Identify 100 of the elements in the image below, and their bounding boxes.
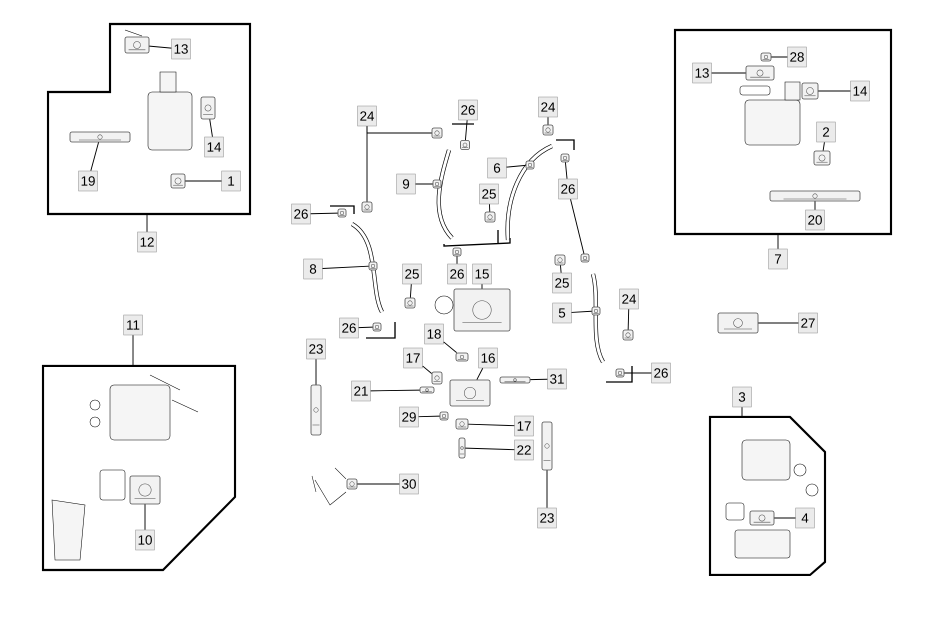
part-drawing: [420, 386, 434, 394]
part-drawing: [526, 160, 534, 170]
leader-line: [456, 256, 458, 264]
part-drawing: [456, 418, 468, 430]
leader-line: [322, 266, 370, 269]
callout-number: 28: [787, 46, 807, 68]
part-drawing: [580, 254, 590, 262]
leader-line: [90, 142, 99, 172]
callout-number: 14: [204, 136, 224, 158]
part-drawing: [592, 306, 600, 316]
part-drawing: [338, 208, 346, 218]
callout-number: 26: [447, 264, 467, 284]
callout-number: 10: [135, 530, 155, 550]
callout-number: 15: [472, 264, 492, 284]
leader-line: [546, 470, 548, 508]
part-drawing: [452, 248, 462, 256]
leader-line: [422, 366, 432, 374]
callout-number: 18: [424, 324, 444, 344]
callout-number: 13: [171, 38, 191, 60]
part-drawing: [450, 380, 490, 406]
callout-number: 26: [291, 204, 311, 224]
callout-number: 26: [651, 362, 671, 384]
part-drawing: [746, 66, 774, 80]
assembly-frame: [46, 22, 252, 216]
part-drawing: [622, 330, 634, 340]
callout-number: 25: [402, 264, 422, 284]
leader-line: [476, 368, 484, 380]
part-drawing: [404, 298, 416, 308]
leader-line: [814, 200, 816, 210]
leader-line: [530, 378, 548, 380]
part-drawing: [554, 254, 566, 266]
part-drawing: [124, 36, 150, 54]
part-drawing: [372, 322, 382, 332]
callout-number: 26: [558, 178, 578, 200]
leader-line: [358, 326, 374, 328]
part-drawing: [200, 96, 216, 120]
leader-line: [770, 56, 788, 58]
part-drawing: [542, 124, 554, 136]
callout-number: 16: [478, 348, 498, 368]
callout-number: 19: [78, 170, 98, 192]
callout-number: 29: [399, 406, 419, 428]
leader-line: [184, 180, 222, 182]
leader-line: [822, 142, 825, 152]
part-drawing: [770, 190, 860, 202]
part-drawing: [310, 384, 322, 436]
callout-number: 6: [487, 158, 507, 178]
part-drawing: [368, 262, 378, 270]
leader-line: [468, 424, 515, 426]
part-drawing: [70, 132, 130, 142]
callout-number: 26: [458, 100, 478, 120]
leader-line: [144, 504, 146, 530]
leader-line: [464, 120, 468, 141]
callout-number: 25: [552, 272, 572, 294]
leader-line: [624, 372, 652, 374]
part-drawing: [130, 476, 160, 504]
leader-line: [560, 264, 562, 274]
part-drawing: [750, 510, 774, 526]
callout-number: 31: [547, 368, 567, 390]
part-drawing: [542, 422, 552, 470]
leader-line: [418, 416, 440, 418]
assembly-frame: [674, 28, 892, 236]
leader-line: [410, 284, 412, 298]
callout-number: 8: [303, 258, 323, 280]
callout-number: 3: [732, 386, 752, 408]
leader-line: [310, 212, 338, 214]
callout-number: 26: [339, 318, 359, 338]
callout-number: 25: [479, 184, 499, 204]
leader-line: [443, 341, 458, 354]
leader-line: [758, 322, 799, 324]
callout-number: 13: [692, 62, 712, 84]
callout-number: 24: [538, 96, 558, 118]
part-drawing: [432, 372, 442, 384]
part-drawing: [500, 376, 530, 384]
callout-number: 1: [221, 170, 241, 192]
leader-line: [366, 126, 368, 202]
part-drawing: [718, 312, 758, 334]
callout-number: 27: [798, 312, 818, 334]
part-drawing: [484, 212, 496, 222]
callout-number: 7: [768, 248, 788, 270]
leader-line: [209, 118, 213, 138]
part-drawing: [346, 478, 358, 490]
part-drawing: [616, 368, 624, 378]
part-drawing: [760, 52, 772, 62]
part-drawing: [814, 150, 830, 166]
leader-line: [564, 162, 568, 180]
callout-number: 22: [514, 440, 534, 460]
callout-number: 24: [619, 288, 639, 310]
leader-line: [506, 164, 526, 168]
callout-number: 12: [137, 232, 157, 252]
callout-number: 4: [795, 508, 815, 528]
callout-number: 24: [357, 106, 377, 126]
callout-number: 23: [306, 338, 326, 360]
leader-line: [464, 448, 515, 450]
leader-line: [146, 214, 148, 232]
part-drawing: [460, 140, 470, 150]
callout-number: 2: [816, 122, 836, 142]
leader-line: [570, 198, 584, 254]
callout-number: 30: [399, 474, 419, 494]
leader-line: [818, 90, 851, 92]
part-drawing: [456, 352, 468, 362]
